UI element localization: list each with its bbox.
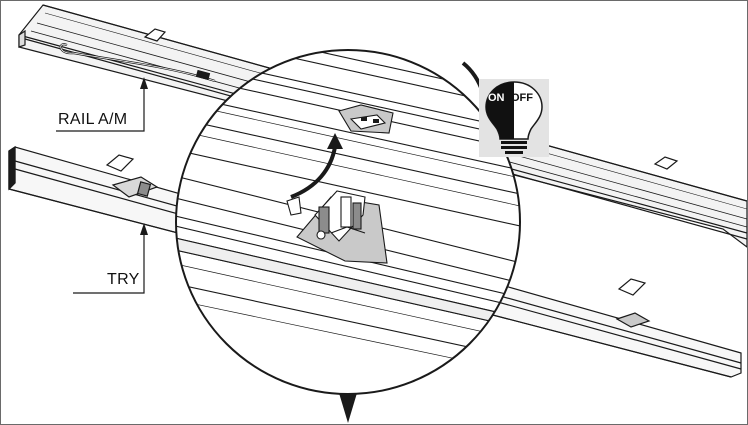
rail-am-label: RAIL A/M — [58, 111, 128, 128]
try-leader — [73, 223, 148, 294]
try-label: TRY — [107, 271, 140, 288]
rail-cable — [59, 43, 216, 83]
rail-am-leader — [56, 77, 148, 132]
bulb-icon — [485, 81, 543, 154]
light-bulb-switch-icon: ON OFF — [479, 79, 549, 157]
switch-on-label: ON — [488, 92, 505, 104]
switch-off-label: OFF — [511, 92, 533, 104]
zoom-detail — [175, 49, 521, 423]
